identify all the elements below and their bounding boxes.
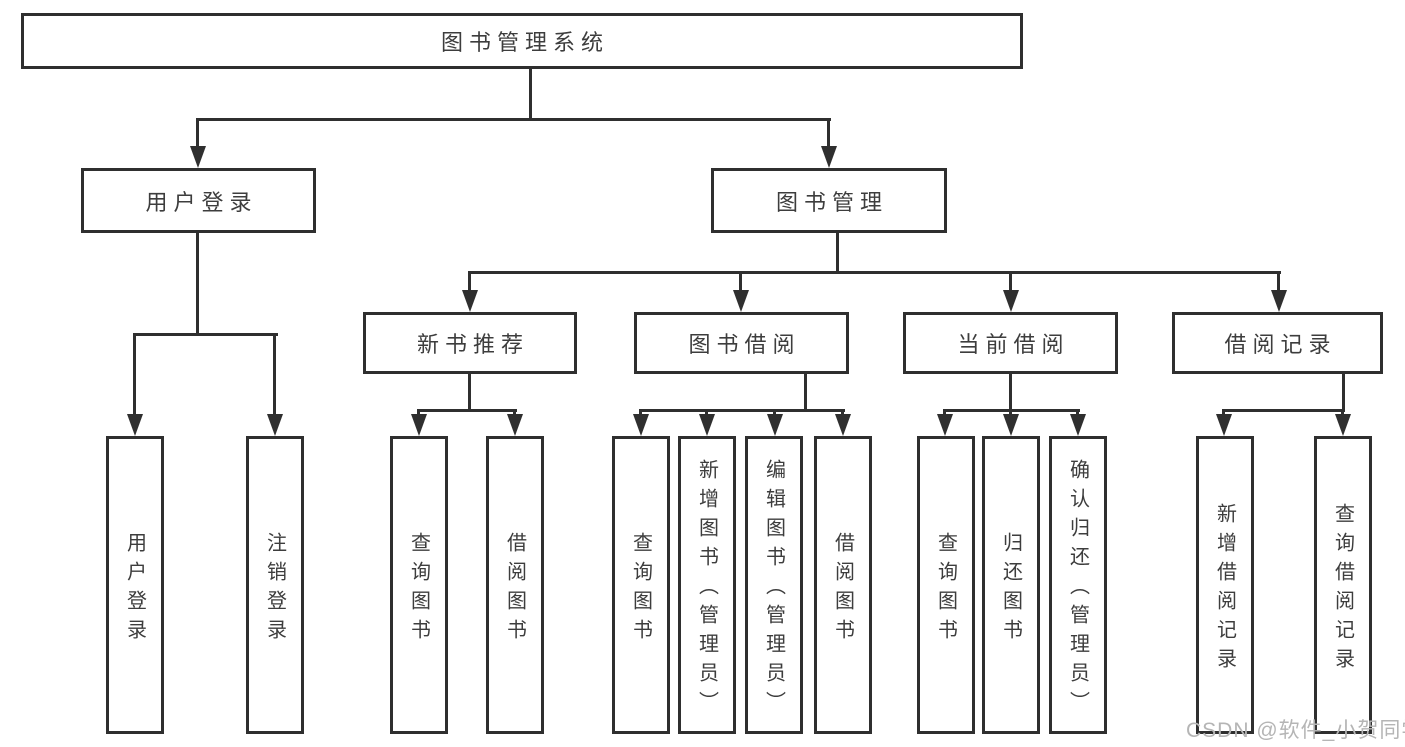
connector-vline bbox=[529, 69, 532, 120]
connector-hline bbox=[417, 409, 517, 412]
arrow-down-icon bbox=[937, 414, 953, 436]
node-new-book-recommend: 新书推荐 bbox=[363, 312, 577, 374]
arrow-down-icon bbox=[1070, 414, 1086, 436]
arrow-down-icon bbox=[1216, 414, 1232, 436]
connector-vline bbox=[468, 271, 471, 293]
arrow-down-icon bbox=[699, 414, 715, 436]
connector-hline bbox=[1222, 409, 1345, 412]
node-root-system: 图书管理系统 bbox=[21, 13, 1023, 69]
leaf-borrow-borrow-books: 借阅图书 bbox=[814, 436, 872, 734]
leaf-records-add-record: 新增借阅记录 bbox=[1196, 436, 1254, 734]
arrow-down-icon bbox=[1335, 414, 1351, 436]
node-borrow-records: 借阅记录 bbox=[1172, 312, 1383, 374]
connector-vline bbox=[1342, 374, 1345, 412]
connector-vline bbox=[133, 333, 136, 418]
connector-vline bbox=[836, 233, 839, 274]
connector-vline bbox=[739, 271, 742, 293]
connector-hline bbox=[468, 271, 1281, 274]
arrow-down-icon bbox=[267, 414, 283, 436]
leaf-borrow-add-books-admin: 新增图书（管理员） bbox=[678, 436, 736, 734]
leaf-current-query-books: 查询图书 bbox=[917, 436, 975, 734]
connector-vline bbox=[804, 374, 807, 412]
leaf-borrow-query-books: 查询图书 bbox=[612, 436, 670, 734]
connector-vline bbox=[196, 233, 199, 336]
leaf-current-confirm-return-admin: 确认归还（管理员） bbox=[1049, 436, 1107, 734]
node-book-management: 图书管理 bbox=[711, 168, 947, 233]
connector-vline bbox=[1009, 271, 1012, 293]
connector-hline bbox=[639, 409, 845, 412]
arrow-down-icon bbox=[733, 290, 749, 312]
connector-vline bbox=[273, 333, 276, 418]
arrow-down-icon bbox=[1271, 290, 1287, 312]
leaf-logout: 注销登录 bbox=[246, 436, 304, 734]
node-user-login: 用户登录 bbox=[81, 168, 316, 233]
leaf-user-login: 用户登录 bbox=[106, 436, 164, 734]
leaf-current-return-books: 归还图书 bbox=[982, 436, 1040, 734]
connector-vline bbox=[827, 118, 830, 150]
arrow-down-icon bbox=[127, 414, 143, 436]
connector-hline bbox=[196, 118, 831, 121]
connector-vline bbox=[1277, 271, 1280, 293]
arrow-down-icon bbox=[462, 290, 478, 312]
arrow-down-icon bbox=[1003, 290, 1019, 312]
arrow-down-icon bbox=[411, 414, 427, 436]
connector-vline bbox=[468, 374, 471, 412]
arrow-down-icon bbox=[190, 146, 206, 168]
leaf-newbook-query-books: 查询图书 bbox=[390, 436, 448, 734]
csdn-watermark: CSDN @软件_小贺同学 bbox=[1186, 719, 1405, 742]
leaf-newbook-borrow-books: 借阅图书 bbox=[486, 436, 544, 734]
connector-hline bbox=[133, 333, 278, 336]
arrow-down-icon bbox=[1003, 414, 1019, 436]
arrow-down-icon bbox=[633, 414, 649, 436]
leaf-records-query-record: 查询借阅记录 bbox=[1314, 436, 1372, 734]
leaf-borrow-edit-books-admin: 编辑图书（管理员） bbox=[745, 436, 803, 734]
node-current-borrow: 当前借阅 bbox=[903, 312, 1118, 374]
connector-vline bbox=[196, 118, 199, 150]
arrow-down-icon bbox=[835, 414, 851, 436]
node-book-borrow: 图书借阅 bbox=[634, 312, 849, 374]
arrow-down-icon bbox=[821, 146, 837, 168]
connector-vline bbox=[1009, 374, 1012, 412]
arrow-down-icon bbox=[767, 414, 783, 436]
arrow-down-icon bbox=[507, 414, 523, 436]
